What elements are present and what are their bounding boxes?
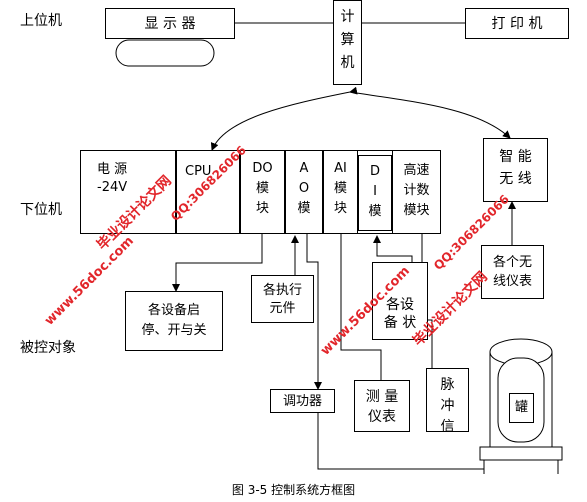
start-stop-devices-box: 各设备启 停、开与关 [125, 291, 223, 351]
tank-label-box: 罐 [509, 393, 534, 423]
computer-wireless-link [349, 91, 511, 139]
ai-module: AI 模 块 [323, 150, 358, 234]
display-label: 显 示 器 [144, 16, 196, 32]
ai-meter-link [340, 233, 382, 380]
ao-module-label: A O 模 [297, 161, 311, 217]
hs-counter-module-label: 高速 计数 模块 [403, 163, 430, 219]
intelligent-wireless-box: 智 能 无 线 [483, 138, 548, 202]
ai-module-label: AI 模 块 [333, 161, 347, 217]
pulse-box: 脉 冲 信 [426, 368, 469, 432]
tank-label: 罐 [514, 400, 528, 415]
power-module-label: 电 源 -24V [97, 162, 128, 195]
device-status-label: 各设 备 状 [383, 297, 417, 331]
regulator-box: 调功器 [270, 389, 335, 413]
ao-module: A O 模 [285, 150, 323, 234]
cpu-module-label: CPU [185, 164, 212, 179]
computer-box: 计 算 机 [333, 0, 362, 85]
intelligent-wireless-label: 智 能 无 线 [499, 149, 532, 187]
monitor-stand [115, 39, 215, 67]
figure-caption: 图 3-5 控制系统方框图 [231, 483, 356, 497]
level-label-controlled: 被控对象 [20, 340, 76, 356]
do-module: DO 模 块 [240, 150, 285, 234]
actuators-label: 各执行 元件 [262, 283, 302, 316]
ao-regulator-link [306, 233, 322, 390]
meters-box: 测 量 仪表 [354, 380, 410, 432]
display-box: 显 示 器 [105, 8, 235, 39]
printer-box: 打 印 机 [465, 8, 569, 39]
pulse-label: 脉 冲 信 [440, 377, 455, 432]
di-status-link [373, 235, 413, 262]
di-module: D I 模 [358, 155, 392, 231]
meters-label: 测 量 仪表 [365, 389, 399, 426]
computer-label: 计 算 机 [340, 9, 355, 72]
wireless-instruments-label: 各个无 线仪表 [492, 255, 532, 289]
start-stop-devices-label: 各设备启 停、开与关 [141, 303, 207, 338]
di-module-label: D I 模 [368, 164, 382, 220]
do-output-link [172, 233, 263, 292]
regulator-label: 调功器 [282, 394, 322, 409]
wireless-instruments-box: 各个无 线仪表 [481, 245, 544, 299]
regulator-tank-link [317, 413, 484, 470]
power-module: 电 源 -24V [80, 150, 176, 234]
hs-counter-module: 高速 计数 模块 [392, 150, 441, 234]
actuators-box: 各执行 元件 [251, 275, 314, 323]
do-module-label: DO 模 块 [252, 161, 273, 217]
computer-plc-link [210, 86, 358, 151]
device-status-box: 各设 备 状 [372, 262, 428, 340]
level-label-lower: 下位机 [20, 202, 62, 218]
cpu-module: CPU [176, 150, 240, 234]
level-label-upper: 上位机 [20, 13, 62, 29]
printer-label: 打 印 机 [491, 16, 543, 32]
